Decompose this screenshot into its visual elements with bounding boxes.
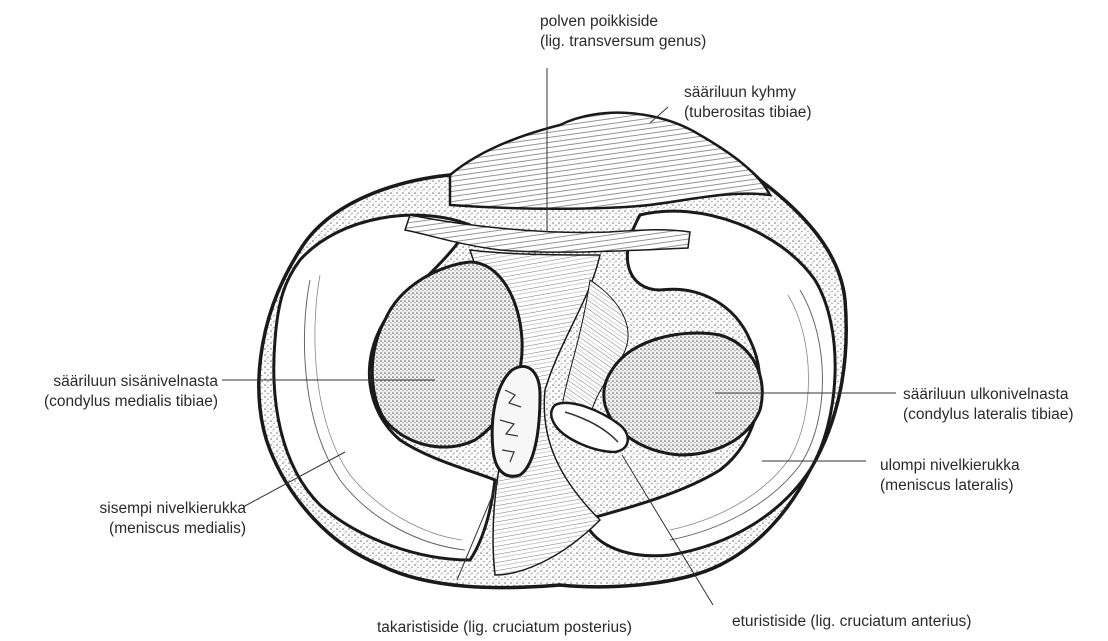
label-posterior-cruciate: takaristiside (lig. cruciatum posterius) [377,618,632,638]
label-transverse-ligament: polven poikkiside (lig. transversum genu… [540,12,706,52]
tibial-tuberosity-latin: (tuberositas tibiae) [684,103,812,123]
label-medial-condyle: sääriluun sisänivelnasta (condylus media… [44,372,218,412]
tibial-tuberosity-shape [450,113,770,209]
label-tibial-tuberosity: sääriluun kyhmy (tuberositas tibiae) [684,83,812,123]
medial-condyle-name: sääriluun sisänivelnasta [44,372,218,392]
medial-condyle-latin: (condylus medialis tibiae) [44,392,218,412]
lateral-meniscus-name: ulompi nivelkierukka [880,456,1020,476]
label-anterior-cruciate: eturistiside (lig. cruciatum anterius) [732,612,971,632]
lateral-condyle-name: sääriluun ulkonivelnasta [903,385,1074,405]
label-lateral-condyle: sääriluun ulkonivelnasta (condylus later… [903,385,1074,425]
lateral-condyle-latin: (condylus lateralis tibiae) [903,405,1074,425]
medial-meniscus-latin: (meniscus medialis) [100,519,246,539]
transverse-ligament-name: polven poikkiside [540,12,706,32]
transverse-ligament-latin: (lig. transversum genus) [540,32,706,52]
tibial-tuberosity-name: sääriluun kyhmy [684,83,812,103]
label-medial-meniscus: sisempi nivelkierukka (meniscus medialis… [100,499,246,539]
posterior-cruciate-text: takaristiside (lig. cruciatum posterius) [377,618,632,638]
anterior-cruciate-text: eturistiside (lig. cruciatum anterius) [732,612,971,632]
lateral-meniscus-latin: (meniscus lateralis) [880,476,1020,496]
label-lateral-meniscus: ulompi nivelkierukka (meniscus lateralis… [880,456,1020,496]
medial-meniscus-name: sisempi nivelkierukka [100,499,246,519]
